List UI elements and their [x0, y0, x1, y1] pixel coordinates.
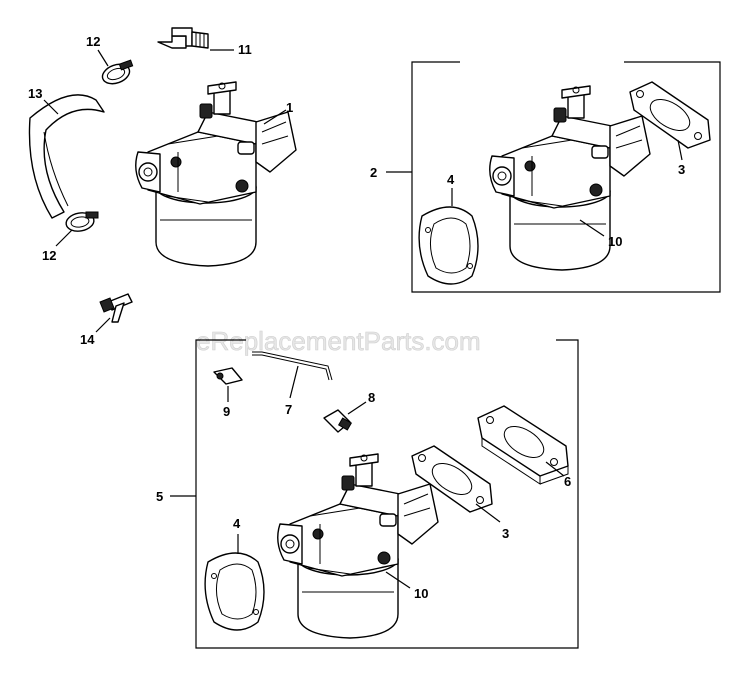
kit-box-5 [195, 339, 579, 649]
leader-6 [545, 461, 565, 477]
elbow-fitting-icon [157, 27, 209, 49]
hose-clamp-icon [65, 211, 99, 232]
callout-3a: 3 [678, 162, 685, 177]
throttle-rod-icon [252, 351, 333, 381]
leader-10a [579, 219, 605, 237]
callout-10a: 10 [608, 234, 622, 249]
callout-14: 14 [80, 332, 95, 347]
screw-icon [99, 293, 133, 323]
spring-connector-icon [323, 409, 353, 433]
leader-12a [97, 49, 109, 67]
callout-6: 6 [564, 474, 571, 489]
leader-10b [385, 571, 411, 589]
callout-2: 2 [370, 165, 377, 180]
leader-3a [677, 139, 683, 161]
watermark: eReplacementParts.com [196, 326, 481, 356]
callout-12b: 12 [42, 248, 56, 263]
callout-3b: 3 [502, 526, 509, 541]
callout-1: 1 [286, 100, 293, 115]
callout-8: 8 [368, 390, 375, 405]
leader-8 [347, 401, 367, 415]
kit-box-2 [411, 61, 721, 293]
gasket-icon [418, 206, 479, 285]
callout-5: 5 [156, 489, 163, 504]
carburetor-icon [277, 453, 439, 639]
leader-13 [43, 99, 59, 115]
hose-clamp-icon [101, 59, 134, 85]
callout-12a: 12 [86, 34, 100, 49]
leader-7 [289, 365, 299, 399]
carburetor-icon [135, 81, 297, 267]
callout-10b: 10 [414, 586, 428, 601]
callout-13: 13 [28, 86, 42, 101]
leader-14 [95, 317, 111, 333]
carburetor-icon [489, 85, 651, 271]
leader-3b [475, 503, 501, 523]
callout-9: 9 [223, 404, 230, 419]
leader-12b [55, 229, 73, 247]
gasket-icon [204, 552, 265, 631]
callout-4a: 4 [447, 172, 455, 187]
spacer-gasket-icon [477, 405, 569, 485]
callout-11: 11 [238, 42, 252, 57]
fuel-hose-icon [28, 94, 105, 219]
callout-7: 7 [285, 402, 292, 417]
throttle-link-clip-icon [213, 367, 243, 385]
leader-1 [263, 109, 287, 125]
callout-4b: 4 [233, 516, 241, 531]
